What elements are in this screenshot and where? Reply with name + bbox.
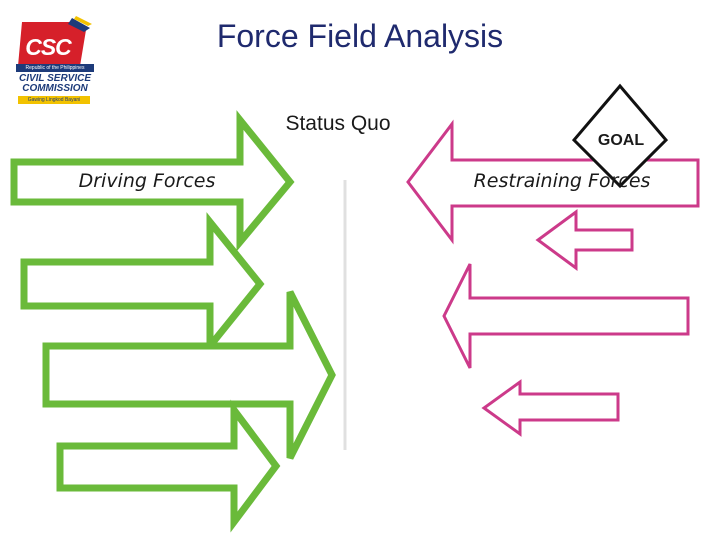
restraining-arrow-4 (481, 379, 620, 437)
page-title: Force Field Analysis (216, 18, 504, 54)
logo-emblem-icon (18, 16, 92, 66)
logo-subtitle: Republic of the Philippines (16, 64, 94, 72)
goal-diamond (571, 83, 669, 189)
logo-line-2: COMMISSION (22, 83, 88, 94)
restraining-arrow-1 (406, 119, 700, 245)
csc-logo: CSC Republic of the Philippines CIVIL SE… (14, 16, 94, 108)
driving-arrow-1 (10, 110, 295, 252)
restraining-arrow-3 (442, 263, 690, 369)
logo-tagline: Gawing Lingkod Bayani (18, 96, 90, 104)
driving-arrow-3 (42, 290, 336, 460)
driving-forces-label: Driving Forces (78, 170, 216, 192)
logo-line-1: CIVIL SERVICE (18, 73, 92, 84)
goal-label: GOAL (597, 132, 645, 149)
driving-arrow-4 (56, 399, 281, 533)
status-quo-label: Status Quo (285, 112, 391, 135)
logo-acronym: CSC (25, 34, 72, 60)
restraining-arrow-2 (535, 209, 634, 271)
restraining-forces-label: Restraining Forces (473, 170, 651, 192)
driving-arrow-2 (20, 212, 265, 356)
